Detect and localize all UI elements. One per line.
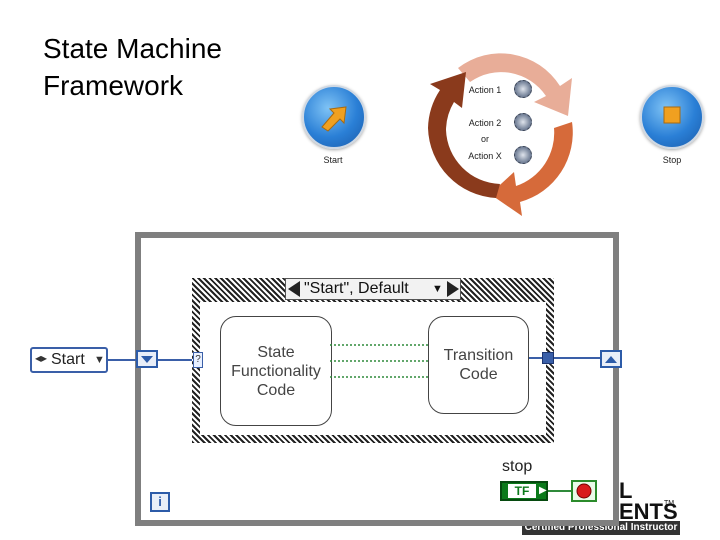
bool-text: TF <box>508 484 536 498</box>
wire-right <box>554 357 600 359</box>
state-functionality-box: State Functionality Code <box>220 316 332 426</box>
enum-constant[interactable]: ◂▸ Start ▼ <box>30 347 108 373</box>
action-x-label: Action X <box>468 151 502 161</box>
case-selector[interactable]: "Start", Default ▼ <box>285 278 461 300</box>
iteration-terminal[interactable]: i <box>150 492 170 512</box>
action-2-label: Action 2 <box>468 118 502 128</box>
gear-icon <box>514 80 532 98</box>
cycle-arrow-left <box>428 72 500 198</box>
decrement-icon[interactable] <box>288 281 300 297</box>
case-selector-terminal[interactable]: ? <box>193 352 203 368</box>
up-arrow-icon <box>605 356 617 363</box>
stop-button-icon <box>640 85 704 149</box>
chevron-down-icon[interactable]: ▼ <box>432 283 443 295</box>
arrow-right-icon: ▶ <box>539 485 547 496</box>
stop-label: Stop <box>662 155 682 165</box>
stop-control-label: stop <box>502 458 533 475</box>
start-button-icon <box>302 85 366 149</box>
stop-sign-icon <box>576 483 592 499</box>
right-shift-register[interactable] <box>600 350 622 368</box>
wire-transition-out <box>527 357 542 359</box>
gear-icon <box>514 146 532 164</box>
action-1-label: Action 1 <box>468 85 502 95</box>
stop-boolean-terminal[interactable]: TF ▶ <box>500 481 548 501</box>
transition-code-box: Transition Code <box>428 316 529 414</box>
increment-icon[interactable] <box>447 281 459 297</box>
enum-increment-icon[interactable]: ◂▸ <box>35 351 48 365</box>
case-selector-label: "Start", Default <box>304 280 409 297</box>
chevron-down-icon[interactable]: ▼ <box>94 354 105 366</box>
wire-left <box>158 359 193 361</box>
start-label: Start <box>323 155 343 165</box>
trademark: TM <box>664 500 675 507</box>
wire-enum <box>108 359 136 361</box>
logo-line-2: ENTS <box>619 499 678 524</box>
slide-title: State Machine Framework <box>43 33 222 101</box>
wire-stop <box>548 490 571 492</box>
or-label: or <box>480 134 489 144</box>
down-arrow-icon <box>141 356 153 363</box>
cycle-arrow-top <box>458 53 572 116</box>
data-wires <box>330 344 428 378</box>
logo-line-1: L <box>619 478 633 503</box>
state-cycle-diagram <box>428 53 573 216</box>
square-stop-icon <box>663 106 681 124</box>
loop-condition-terminal[interactable] <box>571 480 597 502</box>
cycle-arrow-right <box>490 122 573 216</box>
gear-icon <box>514 113 532 131</box>
enum-value: Start <box>51 351 85 368</box>
left-shift-register[interactable] <box>136 350 158 368</box>
arrow-icon <box>321 106 347 132</box>
output-tunnel[interactable] <box>542 352 554 364</box>
